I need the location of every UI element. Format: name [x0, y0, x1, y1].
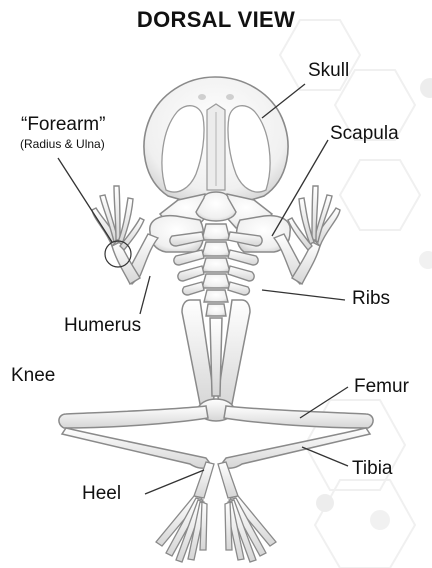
left-arm — [92, 186, 158, 284]
label-femur: Femur — [354, 377, 409, 396]
label-forearm: “Forearm” — [21, 115, 105, 134]
feet-bones — [156, 462, 276, 562]
label-scapula: Scapula — [330, 124, 399, 143]
label-skull: Skull — [308, 61, 349, 80]
label-forearm-sub: (Radius & Ulna) — [20, 138, 105, 150]
pelvis-bones — [182, 300, 250, 421]
label-heel: Heel — [82, 484, 121, 503]
label-ribs: Ribs — [352, 289, 390, 308]
label-knee: Knee — [11, 366, 55, 385]
right-arm — [274, 186, 340, 284]
diagram-title: DORSAL VIEW — [0, 9, 432, 31]
label-tibia: Tibia — [352, 459, 392, 478]
skull-bone — [144, 77, 288, 204]
tibia-bones — [62, 428, 370, 468]
label-humerus: Humerus — [64, 316, 141, 335]
